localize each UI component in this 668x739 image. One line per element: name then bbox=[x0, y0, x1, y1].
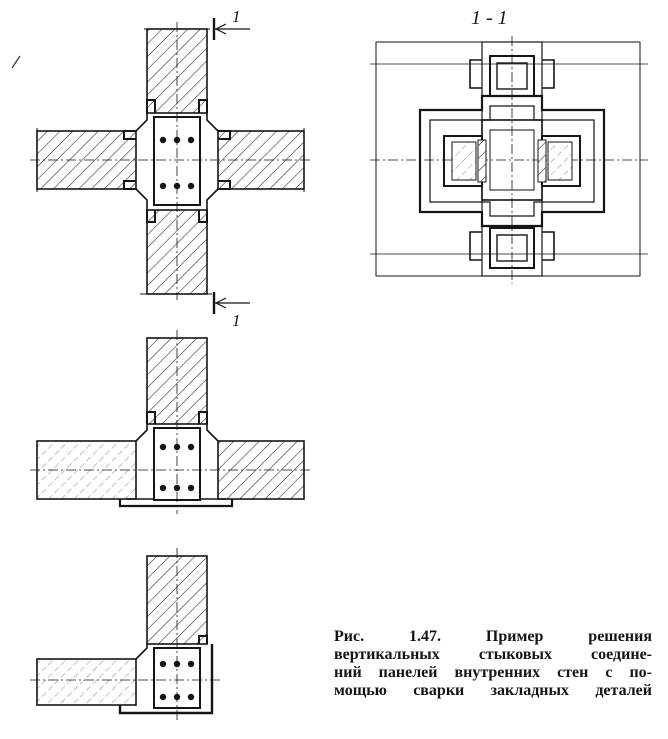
embed-bottom bbox=[489, 227, 535, 269]
l-joint-plan bbox=[30, 548, 220, 722]
section-title: 1 - 1 bbox=[471, 7, 508, 29]
caption-line: Рис. 1.47. Пример решения bbox=[334, 628, 652, 645]
rebar-dots bbox=[159, 136, 195, 190]
weld-plate-right bbox=[218, 130, 231, 190]
cross-plate bbox=[418, 94, 606, 228]
caption-line: ний панелей внутренних стен с по- bbox=[334, 664, 652, 681]
section-1-1-view bbox=[370, 36, 648, 284]
section-mark-top-label: 1 bbox=[232, 7, 241, 26]
caption-line: вертикальных стыковых соедине- bbox=[334, 646, 652, 663]
stray-mark bbox=[11, 55, 21, 69]
weld-plate-bottom bbox=[146, 210, 208, 223]
caption-line: мощью сварки закладных деталей bbox=[334, 682, 652, 699]
weld-plate-left bbox=[123, 130, 136, 190]
weld-plate-top bbox=[146, 99, 208, 113]
t-joint-plan bbox=[30, 330, 312, 514]
l-panel-left bbox=[36, 658, 137, 706]
section-mark-bottom-label: 1 bbox=[232, 311, 241, 330]
section-mark-top bbox=[212, 18, 250, 40]
section-mark-bottom bbox=[212, 292, 250, 314]
cross-joint-plan bbox=[30, 22, 312, 300]
t-weld-strip bbox=[118, 499, 234, 508]
l-weld-corner bbox=[118, 644, 214, 715]
figure-caption: Рис. 1.47. Пример решения вертикальных с… bbox=[334, 628, 652, 700]
